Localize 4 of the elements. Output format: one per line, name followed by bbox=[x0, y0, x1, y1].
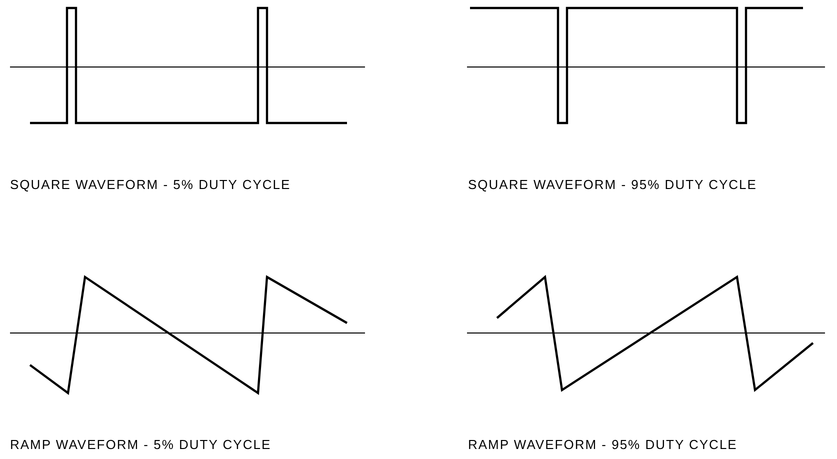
waveform-caption: SQUARE WAVEFORM - 95% DUTY CYCLE bbox=[468, 176, 757, 194]
waveform-caption: RAMP WAVEFORM - 5% DUTY CYCLE bbox=[10, 436, 272, 454]
waveform-caption: SQUARE WAVEFORM - 5% DUTY CYCLE bbox=[10, 176, 291, 194]
waveform-caption: RAMP WAVEFORM - 95% DUTY CYCLE bbox=[468, 436, 738, 454]
